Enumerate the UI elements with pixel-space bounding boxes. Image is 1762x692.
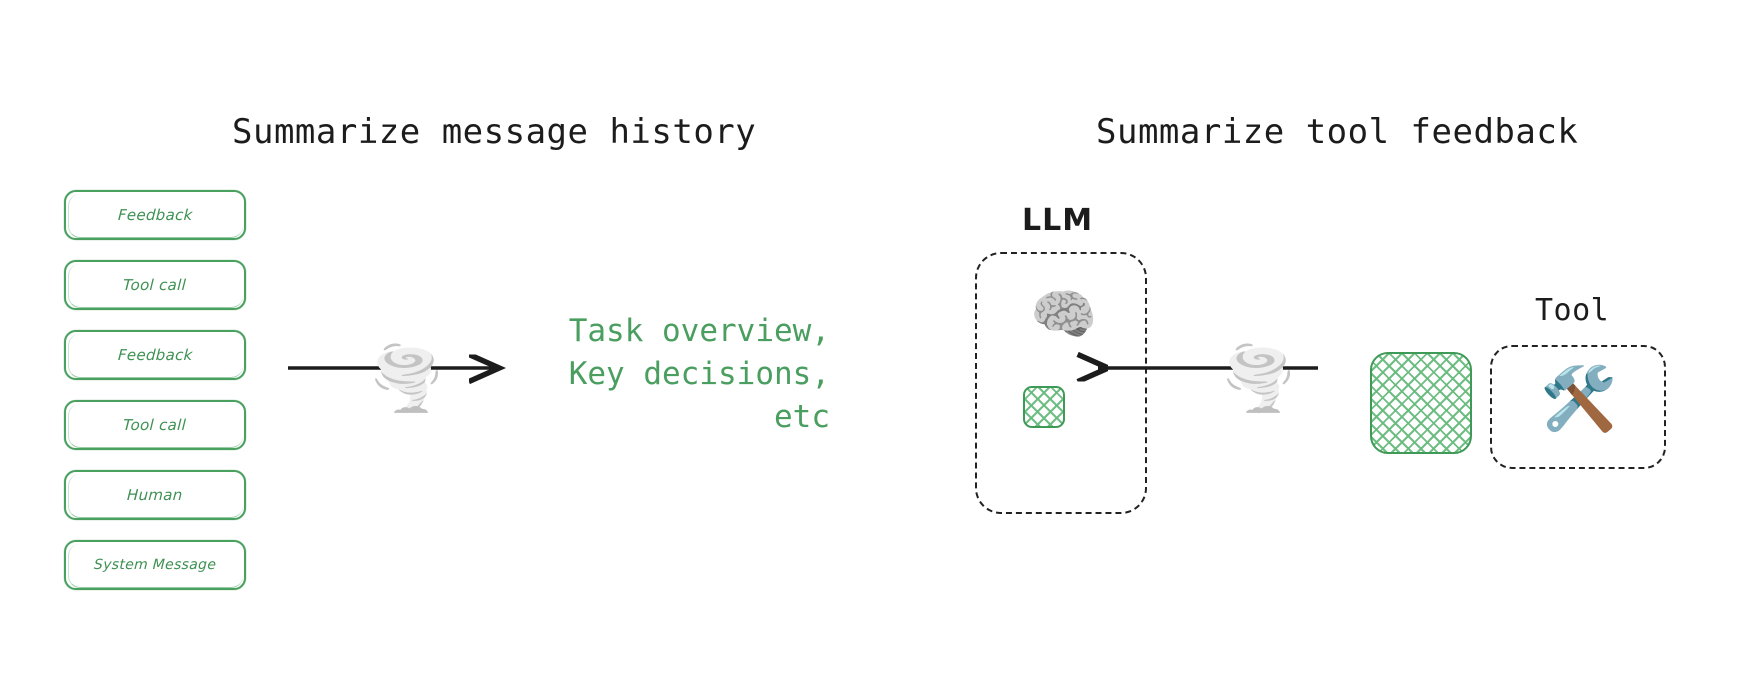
message-label: Feedback — [117, 346, 193, 364]
message-box-feedback-2[interactable]: Feedback — [64, 330, 246, 380]
message-box-tool-call-2[interactable]: Tool call — [64, 400, 246, 450]
message-box-human[interactable]: Human — [64, 470, 246, 520]
tornado-icon: 🌪️ — [368, 342, 446, 415]
message-box-feedback-1[interactable]: Feedback — [64, 190, 246, 240]
message-label: System Message — [93, 557, 217, 573]
message-history-stack: Feedback Tool call Feedback Tool call Hu… — [64, 190, 246, 610]
tornado-icon: 🌪️ — [1220, 342, 1298, 415]
message-label: Human — [126, 486, 184, 504]
hammer-and-wrench-icon: 🛠️ — [1540, 362, 1618, 435]
message-label: Tool call — [122, 276, 188, 294]
message-box-tool-call-1[interactable]: Tool call — [64, 260, 246, 310]
tool-container[interactable] — [1490, 345, 1666, 469]
summarize-arrow-right — [288, 360, 508, 390]
message-label: Tool call — [122, 416, 188, 434]
tool-output-block[interactable] — [1370, 352, 1472, 454]
brain-icon: 🧠 — [1030, 283, 1098, 346]
tool-feedback-arrow-left — [1090, 360, 1318, 390]
summary-output-text: Task overview, Key decisions, etc — [568, 313, 830, 435]
message-box-system-message[interactable]: System Message — [64, 540, 246, 590]
right-panel-title: Summarize tool feedback — [1096, 112, 1579, 152]
llm-container[interactable] — [975, 252, 1147, 514]
llm-context-block[interactable] — [1023, 386, 1065, 428]
llm-label: LLM — [1022, 203, 1094, 238]
message-label: Feedback — [117, 206, 193, 224]
left-panel-title: Summarize message history — [232, 112, 757, 152]
tool-label: Tool — [1535, 293, 1610, 328]
